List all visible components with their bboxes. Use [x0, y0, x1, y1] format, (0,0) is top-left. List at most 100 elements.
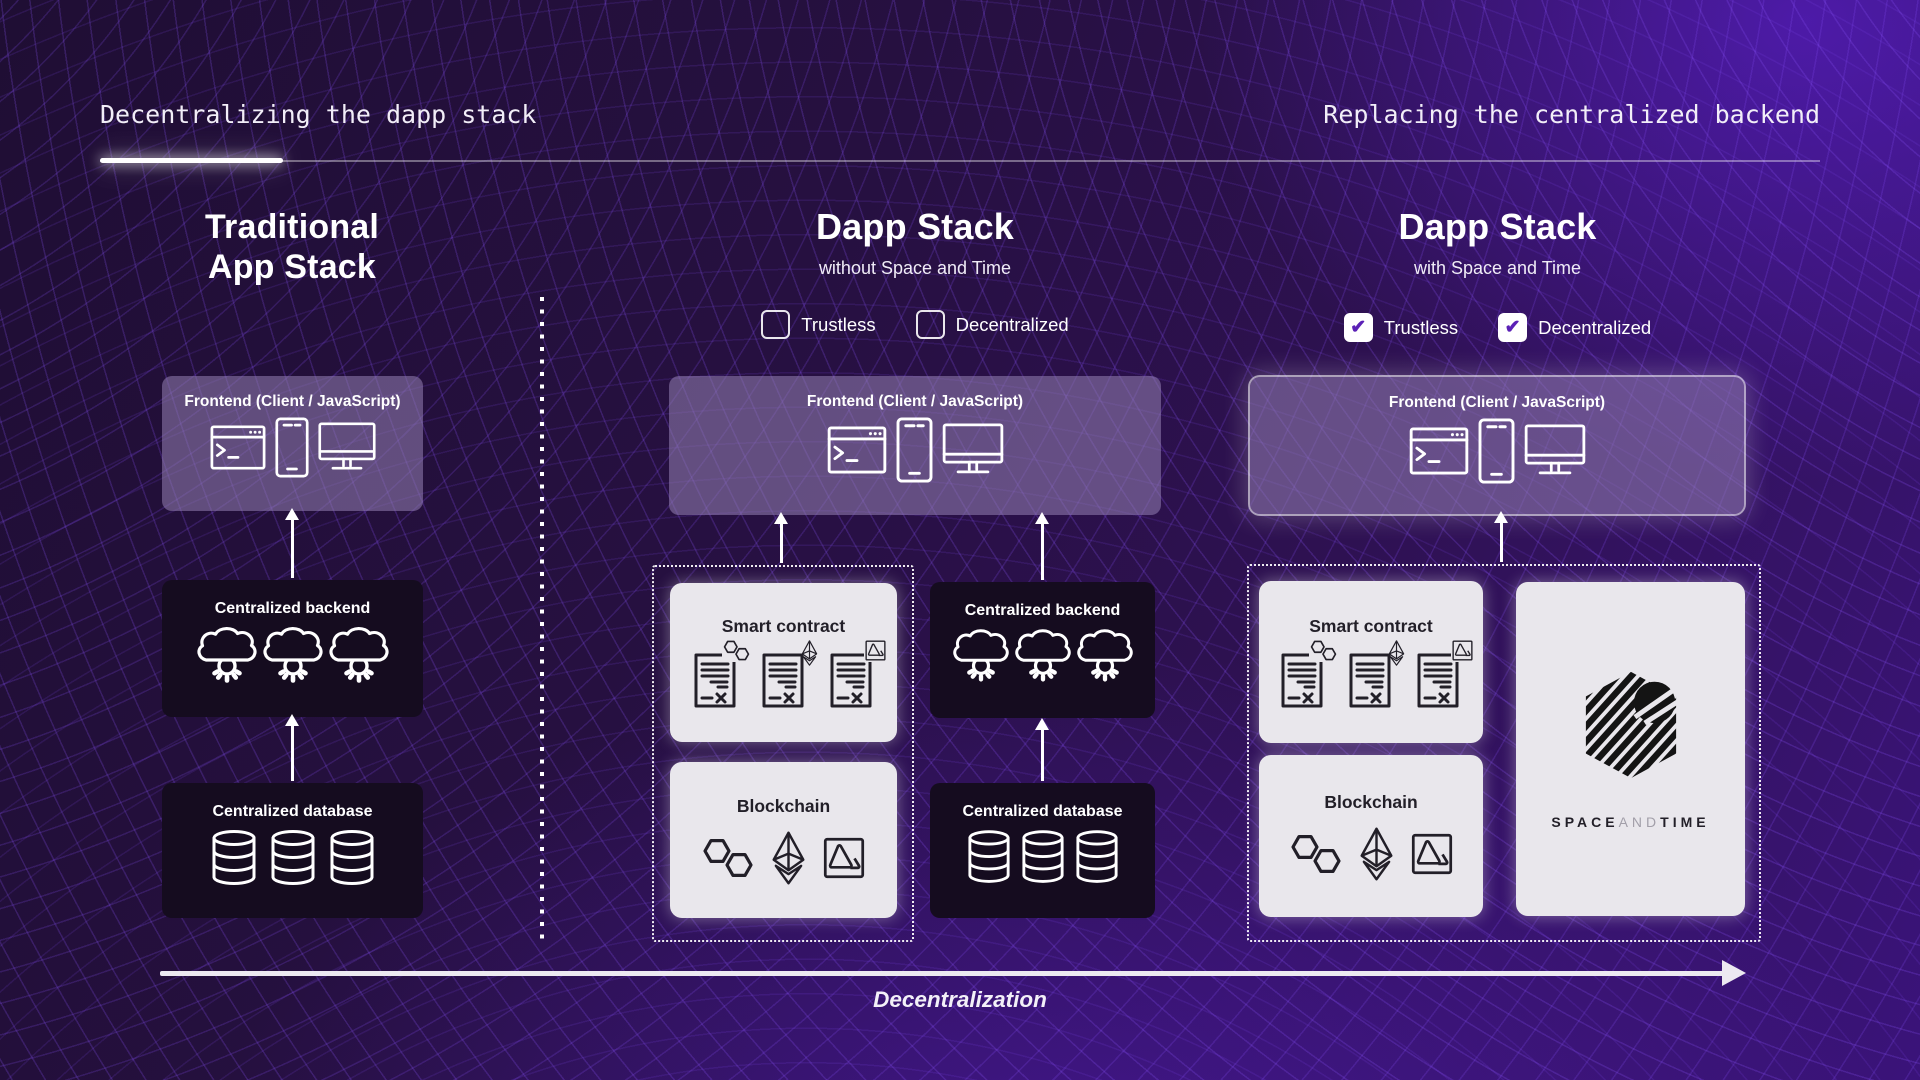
chain-icons — [702, 831, 865, 885]
database-icons — [967, 829, 1119, 885]
decentralized-checkbox[interactable] — [915, 310, 945, 339]
database-icons — [211, 829, 375, 887]
cloud-gear-icon — [1075, 628, 1135, 683]
decentralized-checkbox[interactable] — [1498, 313, 1528, 342]
database-to-backend-arrow — [285, 714, 299, 781]
monitor-icon — [942, 423, 1004, 477]
decentralization-arrow-shaft — [160, 971, 1726, 976]
chain-icons — [1290, 827, 1453, 881]
dapp-without-checkbox-row: Trustless Decentralized — [669, 310, 1161, 339]
trustless-checkbox[interactable] — [1343, 313, 1373, 342]
cloud-gear-icon — [1013, 628, 1073, 683]
ethereum-icon — [1359, 827, 1394, 881]
dapp-with-subtitle: with Space and Time — [1413, 258, 1582, 278]
trustless-label: Trustless — [1383, 316, 1459, 338]
decentralized-group-frame — [1247, 564, 1761, 942]
dapp-without-frontend-box: Frontend (Client / JavaScript) — [669, 376, 1161, 515]
contract-polygon-icon — [1280, 638, 1338, 709]
database-icon — [967, 829, 1011, 885]
backend-to-frontend-arrow — [1035, 512, 1049, 580]
backend-label: Centralized backend — [214, 600, 371, 617]
dapp-without-blockchain-box: Blockchain — [670, 762, 897, 918]
smartphone-icon — [1478, 418, 1515, 484]
backend-to-frontend-arrow — [285, 508, 299, 578]
dapp-with-title: Dapp Stack — [1398, 206, 1597, 247]
blockchain-label: Blockchain — [736, 795, 831, 816]
trustless-checkbox-item: Trustless — [1343, 313, 1459, 342]
ethereum-icon — [771, 831, 806, 885]
frontend-label: Frontend (Client / JavaScript) — [806, 393, 1024, 410]
stack-to-frontend-arrow — [1494, 511, 1508, 562]
dapp-without-smart-contract-box: Smart contract — [670, 583, 897, 742]
decentralized-checkbox-item: Decentralized — [1498, 313, 1651, 342]
contract-icons — [693, 639, 887, 709]
device-icons — [1409, 418, 1586, 484]
contracts-to-frontend-arrow — [774, 512, 788, 563]
dapp-without-title: Dapp Stack — [815, 206, 1015, 247]
database-icon — [329, 829, 375, 887]
cloud-gear-icon — [195, 626, 259, 684]
database-icon — [1075, 829, 1119, 885]
backend-label: Centralized backend — [964, 602, 1121, 619]
decentralized-label: Decentralized — [955, 313, 1069, 335]
contract-icons — [1280, 638, 1474, 709]
avalanche-icon — [823, 837, 865, 879]
contract-ethereum-icon — [761, 651, 807, 709]
smart-contract-label: Smart contract — [1309, 615, 1433, 636]
header-divider-highlight — [100, 158, 283, 163]
blockchain-label: Blockchain — [1324, 791, 1418, 812]
dapp-with-smart-contract-box: Smart contract — [1259, 581, 1483, 743]
traditional-database-box: Centralized database — [162, 783, 423, 918]
dapp-without-subtitle: without Space and Time — [818, 258, 1012, 278]
smartphone-icon — [275, 417, 309, 478]
polygon-icon — [1290, 834, 1342, 874]
polygon-icon — [723, 640, 750, 661]
header-divider — [100, 160, 1820, 162]
trustless-checkbox-item: Trustless — [761, 310, 876, 339]
device-icons — [210, 417, 376, 478]
dapp-without-database-box: Centralized database — [930, 783, 1155, 918]
database-icon — [1021, 829, 1065, 885]
space-and-time-box: SPACEANDTIME — [1516, 582, 1745, 916]
decentralization-axis-label: Decentralization — [873, 987, 1047, 1012]
traditional-frontend-box: Frontend (Client / JavaScript) — [162, 376, 423, 511]
column-divider-dotted — [540, 297, 544, 945]
database-label: Centralized database — [962, 803, 1123, 820]
terminal-window-icon — [827, 426, 887, 474]
contract-avalanche-icon — [1416, 638, 1474, 709]
terminal-window-icon — [210, 425, 266, 470]
smart-contract-label: Smart contract — [721, 616, 846, 636]
page-title-right: Replacing the centralized backend — [1323, 100, 1820, 129]
monitor-icon — [318, 422, 376, 473]
ethereum-icon — [801, 640, 818, 666]
dapp-with-frontend-box: Frontend (Client / JavaScript) — [1250, 377, 1744, 514]
decentralized-label: Decentralized — [1538, 316, 1652, 338]
database-icon — [211, 829, 257, 887]
database-to-backend-arrow — [1035, 718, 1049, 781]
traditional-backend-box: Centralized backend — [162, 580, 423, 717]
avalanche-icon — [865, 640, 886, 661]
smartphone-icon — [896, 417, 933, 483]
traditional-stack-title: Traditional App Stack — [204, 208, 380, 287]
database-icon — [270, 829, 316, 887]
polygon-icon — [1310, 640, 1337, 661]
frontend-label: Frontend (Client / JavaScript) — [184, 393, 401, 410]
trustless-label: Trustless — [801, 313, 876, 335]
monitor-icon — [1524, 424, 1586, 478]
polygon-icon — [702, 838, 754, 878]
ethereum-icon — [1388, 640, 1405, 666]
space-and-time-logo — [1572, 666, 1690, 784]
database-label: Centralized database — [212, 803, 373, 820]
contract-avalanche-icon — [829, 639, 887, 709]
dapp-with-checkbox-row: Trustless Decentralized — [1250, 313, 1745, 342]
cloud-gear-icon — [951, 628, 1011, 683]
cloud-gear-icons — [195, 626, 391, 684]
trustless-checkbox[interactable] — [761, 310, 791, 339]
cloud-gear-icon — [261, 626, 325, 684]
dapp-without-backend-box: Centralized backend — [930, 582, 1155, 718]
device-icons — [827, 417, 1004, 483]
decentralized-group-frame — [652, 565, 914, 942]
cloud-gear-icons — [951, 628, 1135, 683]
space-and-time-wordmark: SPACEANDTIME — [1551, 814, 1710, 830]
